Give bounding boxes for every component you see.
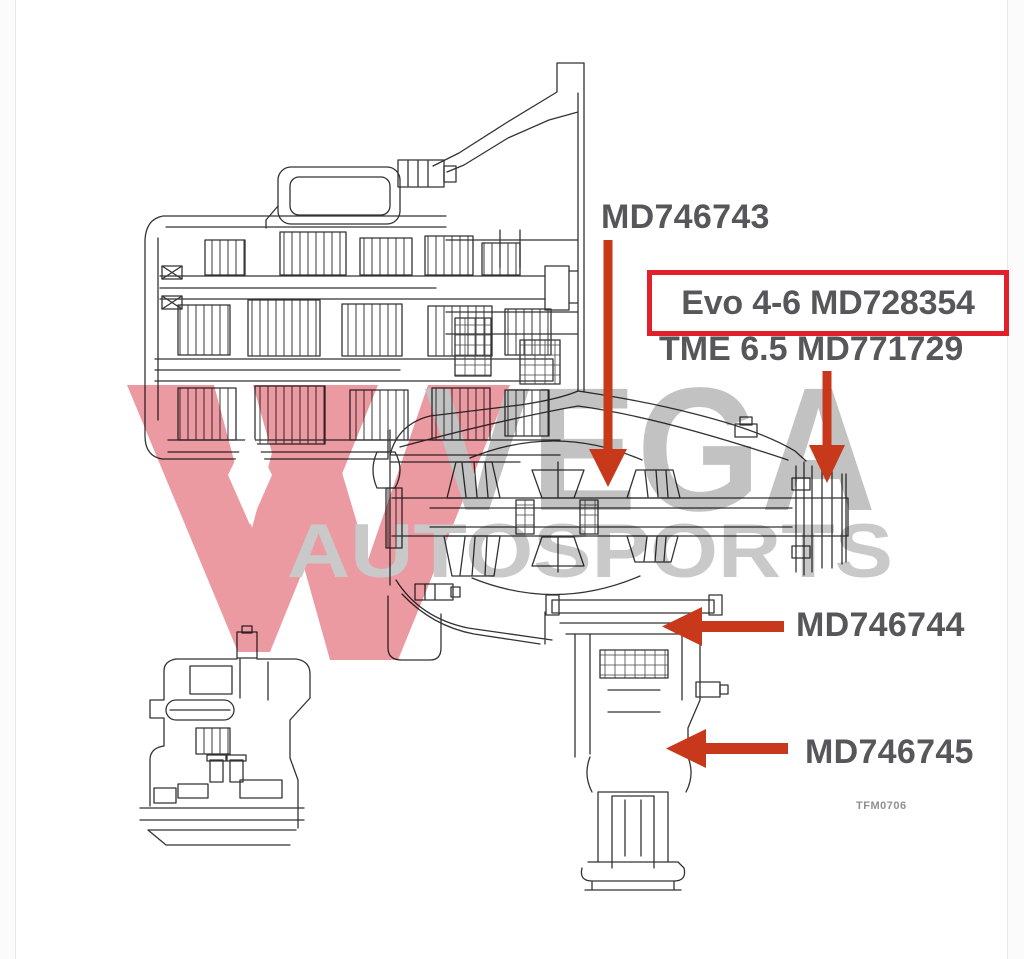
arrow-md746743: [589, 240, 627, 487]
page-right-gutter: [1008, 0, 1024, 959]
part-label-md746744: MD746744: [796, 606, 965, 644]
output-seal-stack: [795, 461, 847, 576]
left-border-line: [15, 0, 16, 959]
transfer-flange: [545, 594, 723, 635]
part-label-md746745: MD746745: [805, 733, 974, 771]
release-lever: [265, 166, 401, 229]
output-shaft: [391, 497, 849, 537]
output-column: [580, 791, 686, 891]
gear-cluster-top: [204, 231, 521, 276]
arrow-md746744: [662, 607, 784, 646]
input-shaft: [159, 270, 579, 304]
part-label-evo: Evo 4-6 MD728354: [681, 283, 975, 322]
bell-housing-outline: [432, 62, 585, 392]
callout-arrows: [589, 240, 845, 768]
watermark-brand-sub: AUTOSPORTS: [287, 509, 893, 594]
watermark-brand: VEGA: [424, 352, 876, 548]
part-label-tme: TME 6.5 MD771729: [659, 330, 964, 368]
counter-shaft: [154, 358, 554, 382]
watermark: VEGA AUTOSPORTS: [127, 352, 893, 660]
transfer-body: [574, 633, 729, 793]
page-left-gutter: [0, 0, 15, 959]
right-border-line: [1007, 0, 1008, 959]
logo-spark: [228, 430, 272, 525]
vega-logo-v2: [253, 385, 510, 660]
diff-bearings: [443, 461, 681, 577]
gear-housing-outline: [144, 215, 447, 460]
partial-section-drawing: [139, 625, 311, 846]
drawing-reference-code: TFM0706: [856, 800, 907, 812]
highlight-box: Evo 4-6 MD728354: [647, 270, 1009, 336]
arrow-tme: [809, 371, 845, 483]
arrow-md746745: [666, 729, 788, 768]
bevel-gears: [531, 461, 585, 573]
gear-cluster-mid: [177, 299, 552, 357]
part-label-md746743: MD746743: [601, 198, 770, 236]
